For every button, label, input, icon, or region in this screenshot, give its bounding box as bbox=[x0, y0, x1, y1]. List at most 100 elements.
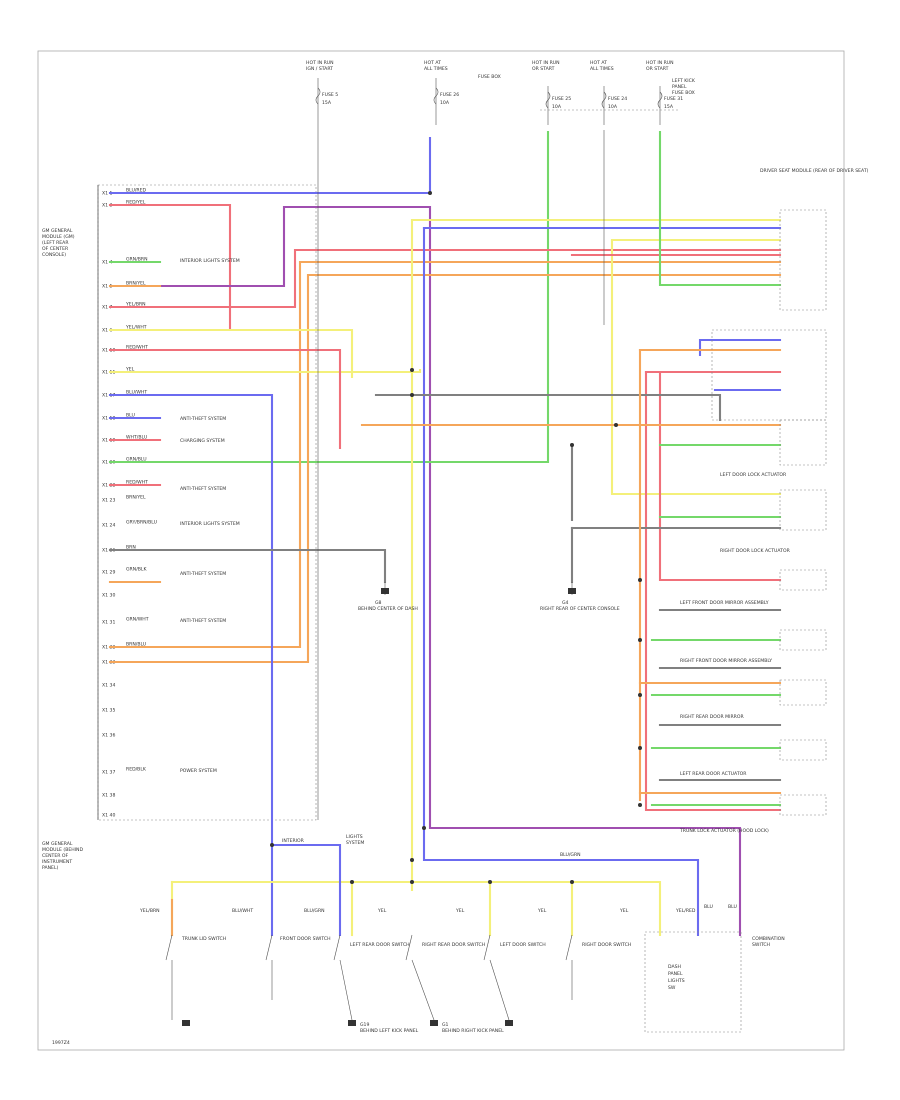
switch-right-door: RIGHT DOOR SWITCH bbox=[582, 942, 631, 948]
comp-left-rear: LEFT REAR DOOR ACTUATOR bbox=[680, 771, 747, 777]
wire-label-bot-5: YEL bbox=[455, 908, 465, 914]
wire-label-bot-2: BLU/WHT bbox=[232, 908, 253, 914]
page-code: 1997Z4 bbox=[52, 1040, 70, 1046]
module-pin: X1 20 bbox=[102, 460, 115, 466]
interior-bottom-2: LIGHTS bbox=[346, 834, 363, 840]
module-label-b5: PANEL) bbox=[42, 865, 59, 871]
module-pin-wire: BRN/YEL bbox=[126, 281, 146, 287]
combo-label-1: COMBINATION bbox=[752, 936, 785, 942]
bus-label: BLU/GRN bbox=[560, 852, 581, 858]
fuse-label-1a: HOT IN RUN bbox=[306, 60, 334, 66]
gm-module-left: GM GENERAL MODULE (GM) (LEFT REAR OF CEN… bbox=[42, 184, 317, 871]
wire-label-bot-8: YEL/RED bbox=[675, 908, 696, 914]
splices bbox=[270, 191, 642, 884]
wire-red-yel bbox=[108, 203, 232, 332]
wire-brn-blu-2 bbox=[108, 273, 782, 664]
page-frame bbox=[37, 50, 845, 1051]
fuse-tag-2: FUSE 26 bbox=[440, 92, 459, 98]
wire-label-bot-7: YEL bbox=[619, 908, 629, 914]
fuse-tag-4: FUSE 24 bbox=[608, 96, 627, 102]
module-pin: X1 19 bbox=[102, 438, 115, 444]
switch-front-door: FRONT DOOR SWITCH bbox=[280, 936, 331, 942]
module-pin: X1 32 bbox=[102, 645, 115, 651]
comp-left-mirror: LEFT FRONT DOOR MIRROR ASSEMBLY bbox=[680, 600, 769, 606]
fuse-label-3a: HOT IN RUN bbox=[532, 60, 560, 66]
fuse-label-2a: HOT AT bbox=[424, 60, 441, 66]
box-label-3: LIGHTS bbox=[668, 978, 685, 984]
module-pin: X1 23 bbox=[102, 498, 115, 504]
module-pin: X1 18 bbox=[102, 416, 115, 422]
ground-g1-code: G1 bbox=[442, 1022, 449, 1028]
module-pin-wire: RED/WHT bbox=[126, 480, 148, 486]
module-label-3: (LEFT REAR bbox=[42, 240, 69, 246]
module-pin: X1 17 bbox=[102, 393, 115, 399]
interior-bottom-1: INTERIOR bbox=[282, 838, 305, 844]
module-pin: X1 22 bbox=[102, 483, 115, 489]
ground-g1: G1 BEHIND RIGHT KICK PANEL bbox=[430, 1020, 504, 1034]
wire-brn-blu bbox=[108, 260, 782, 649]
module-pin-wire: BRN bbox=[126, 545, 136, 551]
fuse-box-label: FUSE BOX bbox=[478, 74, 501, 80]
combo-label-2: SWITCH bbox=[752, 942, 770, 948]
fuse-group: HOT IN RUN IGN / START HOT AT ALL TIMES … bbox=[306, 60, 696, 130]
module-pin: X1 7 bbox=[102, 305, 113, 311]
ground-g4-label: RIGHT REAR OF CENTER CONSOLE bbox=[540, 606, 620, 612]
wire-violet bbox=[158, 205, 742, 937]
side-notes: INTERIOR LIGHTS SYSTEM ANTI-THEFT SYSTEM… bbox=[180, 258, 240, 774]
switch-right-rear: RIGHT REAR DOOR SWITCH bbox=[422, 942, 485, 948]
module-pin: X1 34 bbox=[102, 683, 115, 689]
switches: TRUNK LID SWITCH FRONT DOOR SWITCH LEFT … bbox=[139, 834, 785, 1033]
fuse-label-4b: ALL TIMES bbox=[590, 66, 614, 72]
wire-grn-fuse5 bbox=[658, 130, 782, 287]
comp-driver-seat: DRIVER SEAT MODULE (REAR OF DRIVER SEAT) bbox=[760, 168, 869, 174]
note-power: POWER SYSTEM bbox=[180, 768, 217, 774]
module-pin: X1 38 bbox=[102, 793, 115, 799]
switch-left-rear: LEFT REAR DOOR SWITCH bbox=[350, 942, 410, 948]
module-pin: X1 3 bbox=[102, 203, 113, 209]
module-pin-wire: BLU/RED bbox=[126, 188, 146, 194]
fuse-amp-4: 10A bbox=[608, 104, 618, 110]
wire-yel bbox=[108, 368, 422, 374]
module-pin: X1 37 bbox=[102, 770, 115, 776]
module-pin-wire: RED/WHT bbox=[126, 345, 148, 351]
comp-right-mirror: RIGHT FRONT DOOR MIRROR ASSEMBLY bbox=[680, 658, 772, 664]
wire-label-bot-10: BLU bbox=[728, 904, 737, 910]
module-pin-wire: BRN/YEL bbox=[126, 495, 146, 501]
wire-blu-wht bbox=[108, 393, 274, 937]
wire-red-door bbox=[658, 370, 782, 582]
switch-left-door: LEFT DOOR SWITCH bbox=[500, 942, 546, 948]
module-pin: X1 40 bbox=[102, 813, 115, 819]
module-pin-wire: GRN/WHT bbox=[126, 617, 149, 623]
ground-g4: G4 RIGHT REAR OF CENTER CONSOLE bbox=[540, 582, 620, 612]
module-pin-wire: BLU bbox=[126, 413, 135, 419]
note-antitheft-4: ANTI-THEFT SYSTEM bbox=[180, 618, 226, 624]
fuse-label-4a: HOT AT bbox=[590, 60, 607, 66]
fuse-amp-5: 15A bbox=[664, 104, 674, 110]
module-label-b1: GM GENERAL bbox=[42, 841, 73, 847]
wire-yel-wht bbox=[108, 328, 354, 379]
module-pin: X1 31 bbox=[102, 620, 115, 626]
module-pin-wire: RED/BLK bbox=[126, 767, 147, 773]
module-label-5: CONSOLE) bbox=[42, 252, 66, 258]
module-pin-wire: GRN/BRN bbox=[126, 257, 148, 263]
grounds: G8 BEHIND CENTER OF DASH G4 RIGHT REAR O… bbox=[182, 582, 620, 1034]
module-pin: X1 5 bbox=[102, 284, 113, 290]
fuse-label-3b: OR START bbox=[532, 66, 555, 72]
wire-red-wht bbox=[108, 348, 342, 450]
fuse-box-sub-1: LEFT KICK bbox=[672, 78, 696, 84]
ground-g8: G8 BEHIND CENTER OF DASH bbox=[358, 582, 418, 612]
module-pin: X1 30 bbox=[102, 593, 115, 599]
fuse-tag-1: FUSE 5 bbox=[322, 92, 338, 98]
module-pin: X1 4 bbox=[102, 260, 113, 266]
ground-g19-label: BEHIND LEFT KICK PANEL bbox=[360, 1028, 419, 1034]
ground-g19-code: G19 bbox=[360, 1022, 369, 1028]
module-pin: X1 24 bbox=[102, 523, 115, 529]
module-label-4: OF CENTER bbox=[42, 246, 69, 252]
wire-gray-mid bbox=[374, 393, 722, 422]
module-pin: X1 10 bbox=[102, 348, 115, 354]
module-pin-wire: WHT/BLU bbox=[126, 435, 147, 441]
wire-brn-gray bbox=[108, 548, 387, 584]
wire-label-bot-6: YEL bbox=[537, 908, 547, 914]
wire-red-trunk bbox=[644, 370, 782, 812]
